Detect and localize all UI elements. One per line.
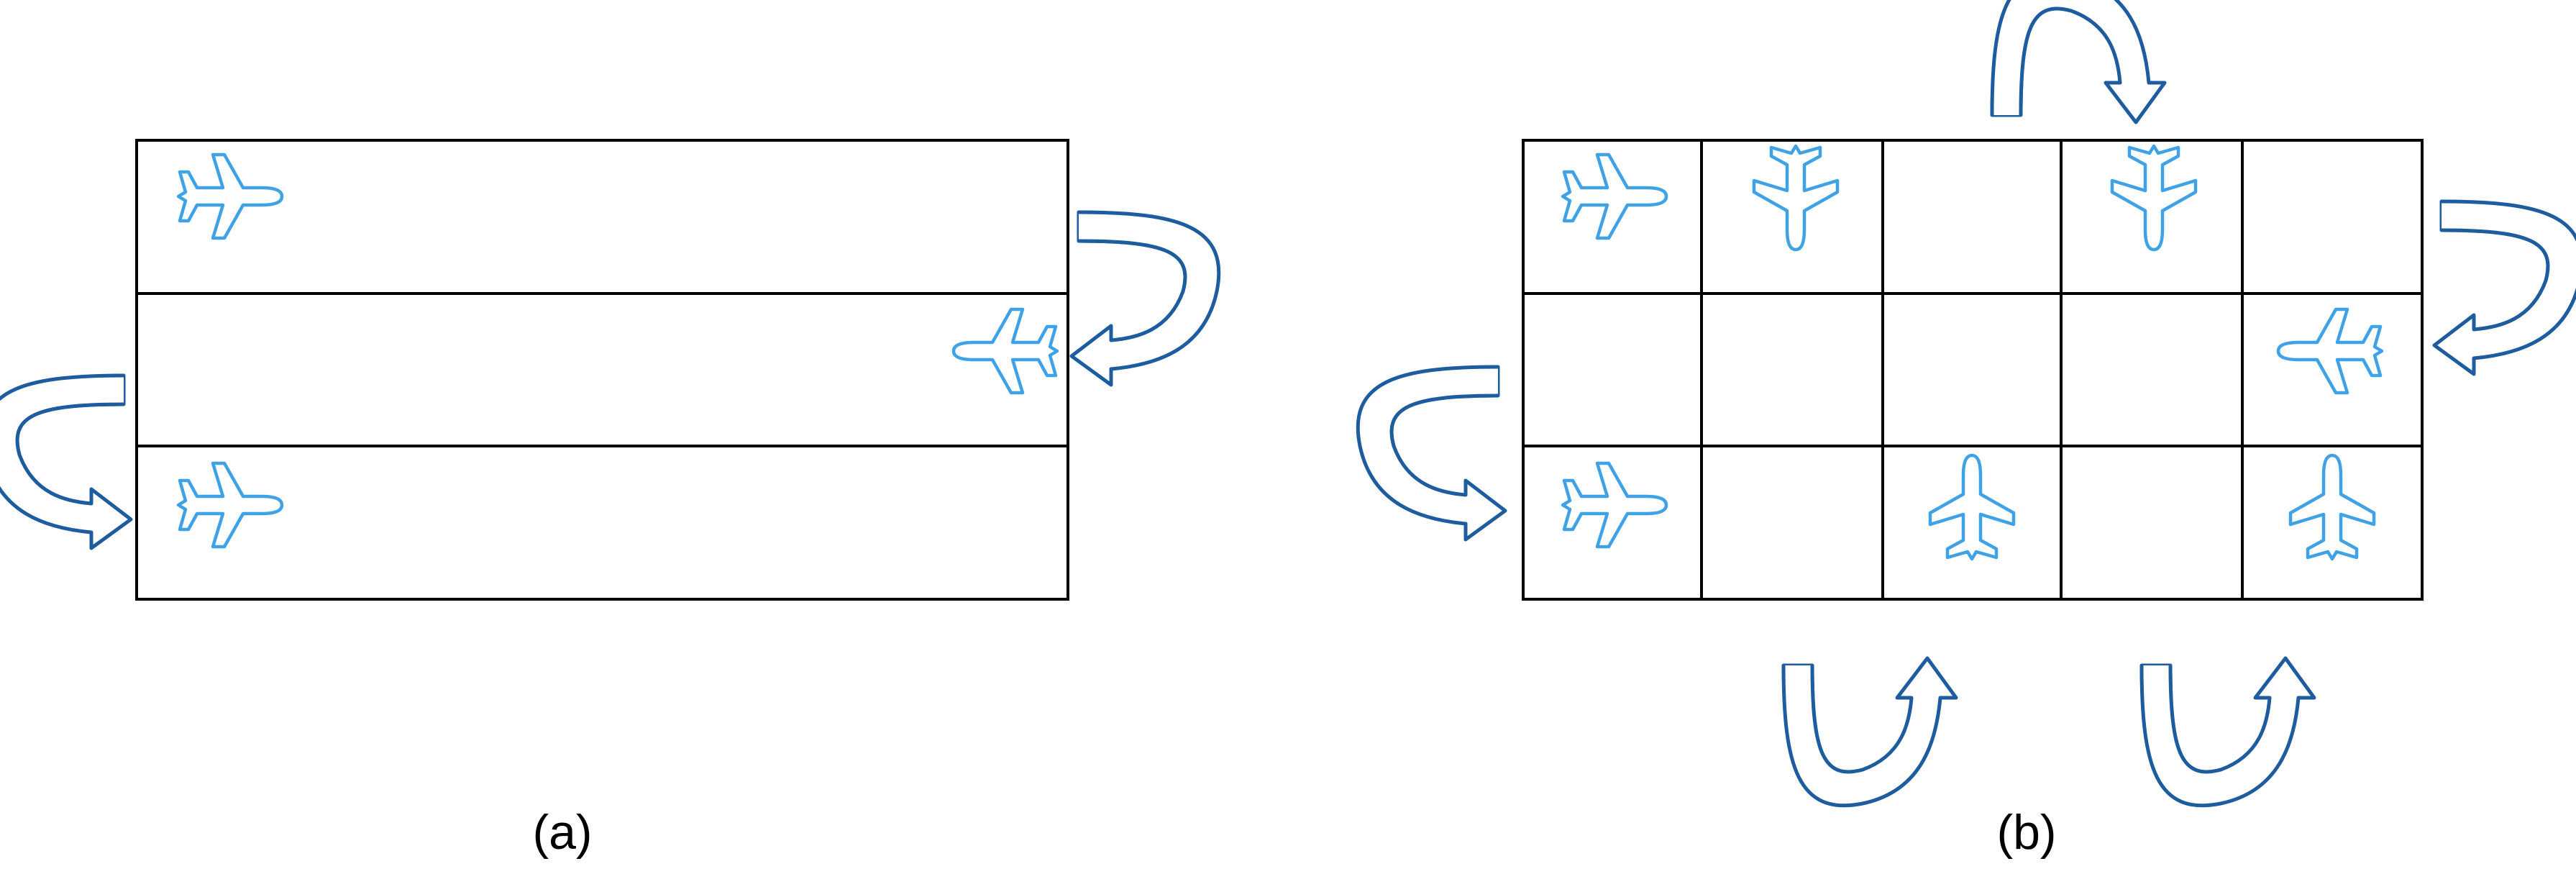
panel-a-grid (135, 139, 1069, 601)
airplane-icon (2278, 309, 2382, 393)
panel-a-frame (135, 139, 1069, 601)
curved-arrow-icon (2139, 656, 2316, 808)
airplane-icon (178, 155, 282, 238)
airplane-icon (1930, 455, 2014, 559)
curved-arrow-icon (2432, 199, 2576, 376)
panel-b-caption: (b) (1996, 805, 2056, 860)
panel-b (1356, 0, 2576, 808)
curved-arrow-icon (0, 373, 133, 550)
airplane-icon (1754, 146, 1837, 250)
curved-arrow-icon (1069, 210, 1221, 387)
airplane-icon (1563, 463, 1666, 547)
airplane-icon (178, 463, 282, 547)
panel-a-caption: (a) (532, 805, 592, 860)
airplane-icon (954, 309, 1057, 393)
panel-b-grid (1522, 139, 2424, 601)
airplane-icon (2290, 455, 2374, 559)
panel-b-frame (1522, 139, 2424, 601)
airplane-icon (1563, 155, 1666, 238)
curved-arrow-icon (1990, 0, 2167, 124)
curved-arrow-icon (1781, 656, 1958, 808)
airplane-icon (2112, 146, 2196, 250)
curved-arrow-icon (1356, 365, 1507, 542)
panel-a (0, 139, 1221, 601)
